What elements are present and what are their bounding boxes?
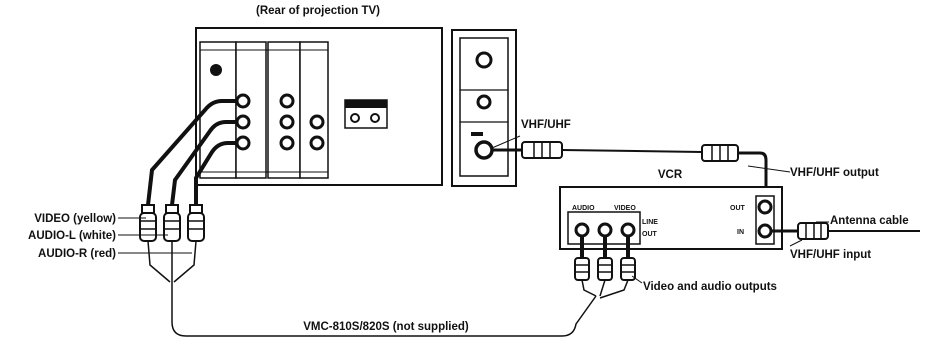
label-video-yellow: VIDEO (yellow) [34,213,116,225]
av-plugs-vcr-side [574,257,636,281]
tv-vhf-uhf-jack [474,140,494,160]
av-cable-join-tv [147,240,597,337]
label-antenna-cable: Antenna cable [830,215,909,227]
label-vcr: VCR [658,169,683,181]
label-audio-r-red: AUDIO-R (red) [38,248,116,260]
vcr-audio-l-jack [574,222,590,238]
label-vhf-uhf: VHF/UHF [521,119,571,131]
label-audio-l-white: AUDIO-L (white) [28,230,116,242]
av-cable-join-vcr [581,279,629,299]
av-plugs-tv-side [139,204,205,242]
vcr-rf-in-jack [757,223,773,239]
tv-video-jack [235,93,251,109]
vcr-out-label: OUT [730,205,746,212]
tv-audio-r-jack [235,135,251,151]
label-cable-model: VMC-810S/820S (not supplied) [303,321,469,333]
diagram-title: (Rear of projection TV) [256,5,380,17]
vcr-video-label: VIDEO [614,205,636,212]
vcr-audio-r-jack [597,222,613,238]
av-cable-vcr-side [580,236,630,258]
vcr-rf-out-jack [757,199,773,215]
tv-rear-panel [195,27,443,186]
label-vhf-uhf-output: VHF/UHF output [790,167,879,179]
label-video-audio-outputs: Video and audio outputs [643,281,777,293]
av-cable-tv-side [146,99,236,206]
tv-antenna-panel [451,29,517,187]
tv-audio-l-jack [235,114,251,130]
vcr-line-out-label: OUT [642,231,658,238]
rf-cable [492,141,768,196]
s-video-jack [210,64,222,76]
vcr-audio-label: AUDIO [572,205,595,212]
vcr-line-label: LINE [642,219,658,226]
label-vhf-uhf-input: VHF/UHF input [790,249,871,261]
vcr-in-label: IN [737,229,744,236]
antenna-cable [771,222,920,240]
vcr-unit [559,186,783,250]
vcr-video-jack [620,222,636,238]
leader-lines [118,135,829,284]
